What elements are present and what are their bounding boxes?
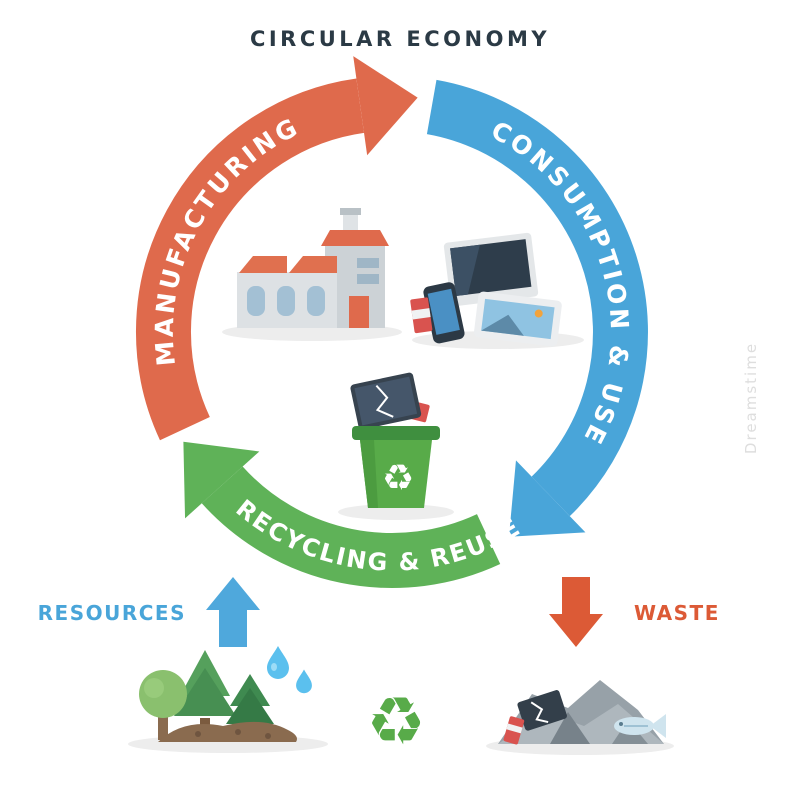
tablet-icon xyxy=(473,291,562,347)
waste-down-arrow-icon xyxy=(549,577,603,647)
watermark-text: Dreamstime xyxy=(742,342,760,454)
soda-can-icon xyxy=(410,297,433,334)
bin-lid xyxy=(352,426,440,440)
consumption-arc xyxy=(426,79,648,517)
waste-pile-icon xyxy=(486,680,674,755)
water-drop-icon xyxy=(267,646,289,679)
fish-skeleton-icon xyxy=(614,714,666,738)
water-drop-small-icon xyxy=(296,669,312,694)
recycling-bin-icon: ♻ xyxy=(338,372,454,520)
nature-resources-icon xyxy=(128,646,328,753)
consumption-arrowhead-icon xyxy=(508,460,586,537)
recycle-symbol-icon: ♻ xyxy=(366,683,425,760)
recycling-arc xyxy=(201,466,501,588)
soil-mound-icon xyxy=(158,721,297,742)
resources-label: RESOURCES xyxy=(38,601,186,625)
electronics-icon xyxy=(410,232,584,349)
phone-icon xyxy=(423,282,465,344)
bin-body xyxy=(360,440,432,508)
factory-icon xyxy=(222,208,402,341)
monitor-icon xyxy=(443,232,539,307)
broken-screen-icon xyxy=(517,690,567,731)
bin-recycle-symbol-icon: ♻ xyxy=(382,458,414,499)
manufacturing-arc xyxy=(135,78,365,441)
crushed-can-icon xyxy=(503,716,525,745)
bin-shadow xyxy=(338,504,454,520)
cracked-tablet-icon xyxy=(350,372,422,430)
page-title: CIRCULAR ECONOMY xyxy=(250,27,550,51)
resources-up-arrow-icon xyxy=(206,577,260,647)
waste-label: WASTE xyxy=(634,601,720,625)
manufacturing-arrowhead-icon xyxy=(353,56,418,156)
recycling-arrowhead-icon xyxy=(183,441,260,519)
